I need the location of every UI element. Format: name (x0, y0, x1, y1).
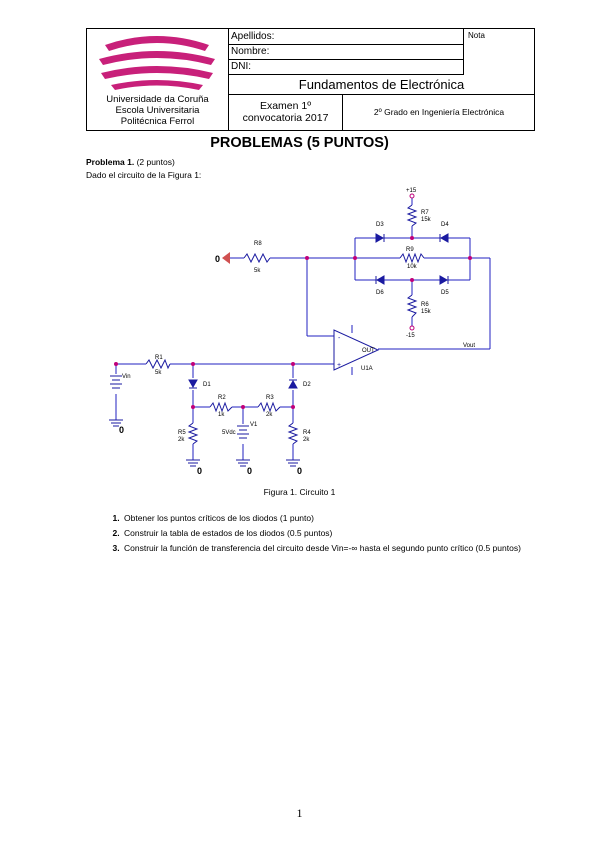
r7-name: R7 (421, 210, 429, 216)
d6-label: D6 (376, 290, 384, 296)
ground-label: 0 (119, 425, 124, 435)
r3-value: 2k (266, 412, 273, 418)
diode-d2-symbol (288, 379, 298, 389)
resistor-r5-symbol (187, 422, 199, 445)
problem-heading: Problema 1. (2 puntos) (86, 157, 175, 167)
question-item: Obtener los puntos críticos de los diodo… (122, 511, 542, 526)
r2-name: R2 (218, 395, 226, 401)
input-terminal-icon (222, 252, 230, 264)
opamp-symbol (333, 329, 380, 371)
vin-label: Vin (122, 374, 131, 380)
r6-value: 15k (421, 309, 432, 315)
problem-label: Problema 1. (86, 157, 135, 167)
d5-label: D5 (441, 290, 449, 296)
exam-session: Examen 1º convocatoria 2017 (229, 95, 343, 130)
resistor-r4-symbol (287, 422, 299, 445)
vneg-label: -15 (406, 333, 415, 339)
input-node-label: 0 (215, 254, 220, 264)
ground-icon (186, 459, 200, 467)
nota-field[interactable]: Nota (463, 29, 534, 75)
logo-cell: Universidade da Coruña Escola Universita… (87, 29, 229, 130)
r5-value: 2k (178, 437, 185, 443)
ground-label: 0 (197, 466, 202, 476)
r8-value: 5k (254, 268, 261, 274)
r5-name: R5 (178, 430, 186, 436)
d3-label: D3 (376, 222, 384, 228)
nombre-field[interactable]: Nombre: (229, 44, 463, 60)
d2-label: D2 (303, 382, 311, 388)
circuit-diagram: - + +15 -15 R7 15k R6 15k R9 10k R8 5k (109, 188, 491, 476)
resistor-r7-symbol (406, 204, 418, 227)
vout-label: Vout (463, 343, 475, 349)
d1-label: D1 (203, 382, 211, 388)
d4-label: D4 (441, 222, 449, 228)
university-line: Universidade da Coruña (106, 94, 209, 105)
exam-header: Universidade da Coruña Escola Universita… (86, 28, 535, 131)
section-title: PROBLEMAS (5 PUNTOS) (210, 135, 389, 151)
resistor-r1-symbol (145, 358, 171, 370)
resistor-r3-symbol (257, 401, 281, 413)
svg-text:-: - (338, 335, 341, 342)
figure-caption: Figura 1. Circuito 1 (263, 487, 336, 497)
r8-name: R8 (254, 241, 262, 247)
course-title: Fundamentos de Electrónica (229, 76, 534, 95)
r4-name: R4 (303, 430, 311, 436)
ground-icon (109, 419, 123, 427)
diode-d3-symbol (375, 233, 385, 243)
diode-d5-symbol (439, 275, 449, 285)
university-name: Universidade da Coruña Escola Universita… (87, 94, 228, 127)
vpos-label: +15 (406, 188, 417, 194)
v1-label: V1 (250, 422, 258, 428)
r6-name: R6 (421, 302, 429, 308)
university-logo (99, 36, 215, 90)
opamp-out-label: OUT (362, 348, 375, 354)
exam-line: Examen 1º (259, 100, 312, 112)
ground-icon (286, 459, 300, 467)
r7-value: 15k (421, 217, 432, 223)
problem-points: (2 puntos) (136, 157, 175, 167)
r2-value: 1k (218, 412, 225, 418)
resistor-r6-symbol (406, 294, 418, 318)
resistor-r9-symbol (399, 252, 425, 264)
dni-field[interactable]: DNI: (229, 59, 463, 75)
r1-name: R1 (155, 355, 163, 361)
degree-name: 2º Grado en Ingeniería Electrónica (373, 107, 505, 117)
ground-label: 0 (297, 466, 302, 476)
v1-value: 5Vdc (222, 430, 236, 436)
diode-d1-symbol (188, 379, 198, 389)
r3-name: R3 (266, 395, 274, 401)
university-line: Politécnica Ferrol (120, 116, 195, 127)
apellidos-field[interactable]: Apellidos: (229, 29, 463, 45)
diode-d4-symbol (439, 233, 449, 243)
resistor-r2-symbol (209, 401, 233, 413)
r4-value: 2k (303, 437, 310, 443)
opamp-label: U1A (361, 366, 373, 372)
resistor-r8-symbol (243, 252, 271, 264)
exam-line: convocatoria 2017 (242, 112, 329, 124)
question-list: Obtener los puntos críticos de los diodo… (104, 511, 542, 556)
ground-label: 0 (247, 466, 252, 476)
problem-intro: Dado el circuito de la Figura 1: (86, 170, 202, 180)
page-number: 1 (296, 806, 303, 820)
svg-text:+: + (337, 362, 341, 369)
university-line: Escola Universitaria (115, 105, 200, 116)
question-item: Construir la tabla de estados de los dio… (122, 526, 542, 541)
r9-value: 10k (407, 264, 418, 270)
r1-value: 5k (155, 370, 162, 376)
diode-d6-symbol (375, 275, 385, 285)
question-item: Construir la función de transferencia de… (122, 541, 542, 556)
ground-icon (236, 459, 250, 467)
r9-name: R9 (406, 247, 414, 253)
